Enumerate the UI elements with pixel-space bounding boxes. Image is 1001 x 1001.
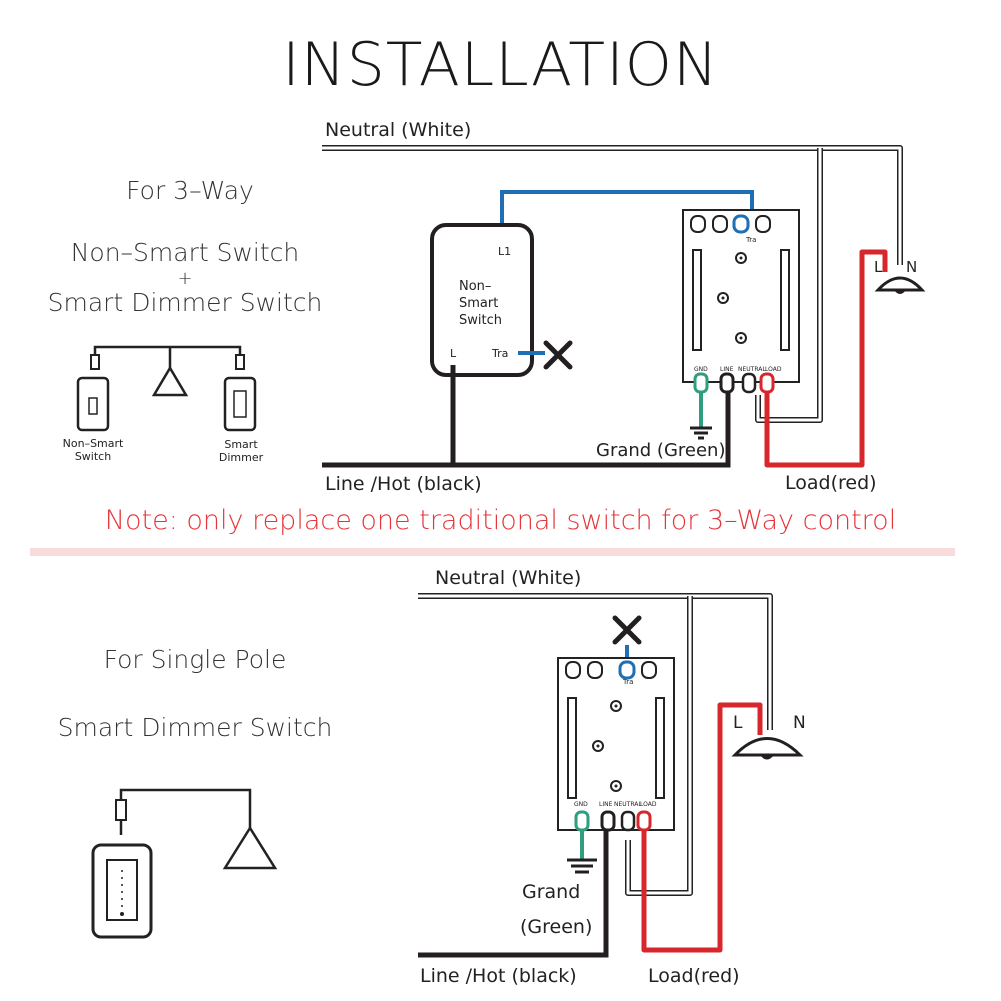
dimmer-top-tra-label: Tra <box>745 236 756 244</box>
single-pole-not-connected-x-icon <box>612 615 642 645</box>
three-way-schematic-icon <box>76 345 257 432</box>
single-pole-line1: Smart Dimmer Switch <box>57 713 333 742</box>
three-way-neutral-wire <box>322 145 903 423</box>
single-pole-lamp-l-label: L <box>733 713 743 733</box>
three-way-line-label: Line /Hot (black) <box>325 473 482 495</box>
terminal-l-label: L <box>450 347 457 360</box>
single-pole-smart-dimmer <box>557 657 675 832</box>
three-way-line2: Smart Dimmer Switch <box>47 288 323 317</box>
three-way-ground-wire <box>690 392 712 440</box>
dimmer-top-gnd-label: GND <box>694 366 708 373</box>
single-pole-schematic-icon <box>91 788 278 939</box>
three-way-line-wire <box>322 365 731 468</box>
note-text: Note: only replace one traditional switc… <box>104 505 897 536</box>
three-way-line1: Non–Smart Switch <box>70 238 300 267</box>
dimmer-top-load-label: LOAD <box>765 366 782 373</box>
dimmer-bottom-gnd-label: GND <box>574 801 588 808</box>
three-way-lamp-n-label: N <box>906 258 917 276</box>
single-pole-neutral-label: Neutral (White) <box>435 567 581 589</box>
section-divider <box>30 548 955 556</box>
three-way-neutral-label: Neutral (White) <box>325 119 471 141</box>
page-title: INSTALLATION <box>282 30 719 100</box>
three-way-traveler-wire <box>500 190 754 225</box>
icon-left-label-2: Switch <box>75 450 111 463</box>
single-pole-lamp-icon <box>731 737 804 760</box>
single-pole-line-label: Line /Hot (black) <box>420 965 577 987</box>
single-pole-ground-label-1: Grand <box>522 881 580 903</box>
single-pole-lamp-n-label: N <box>793 713 806 733</box>
single-pole-load-label: Load(red) <box>648 965 740 987</box>
single-pole-ground-wire <box>567 830 597 874</box>
not-connected-x-icon <box>543 340 573 370</box>
single-pole-neutral-wire <box>418 593 773 896</box>
nonsmart-box-label-1: Non– <box>459 279 491 294</box>
single-pole-load-wire <box>641 702 763 953</box>
terminal-tra-label: Tra <box>491 347 508 360</box>
dimmer-top-neutral-label: NEUTRAL <box>738 366 766 373</box>
icon-right-label-2: Dimmer <box>219 451 264 464</box>
nonsmart-box-label-3: Switch <box>459 313 502 328</box>
three-way-smart-dimmer <box>682 209 800 394</box>
three-way-ground-label: Grand (Green) <box>596 440 726 461</box>
dimmer-top-line-label: LINE <box>720 366 734 373</box>
icon-left-label-1: Non–Smart <box>63 437 124 450</box>
three-way-load-label: Load(red) <box>785 472 877 494</box>
three-way-heading: For 3–Way <box>126 176 254 205</box>
dimmer-bottom-neutral-label: NEUTRAL <box>614 801 642 808</box>
dimmer-bottom-tra-label: Tra <box>622 678 633 686</box>
icon-right-label-1: Smart <box>224 438 258 451</box>
three-way-lamp-l-label: L <box>874 258 883 276</box>
terminal-l1-label: L1 <box>498 245 511 258</box>
single-pole-ground-label-2: (Green) <box>520 916 592 938</box>
dimmer-bottom-load-label: LOAD <box>640 801 657 808</box>
three-way-plus: + <box>177 268 193 289</box>
dimmer-bottom-line-label: LINE <box>599 801 613 808</box>
single-pole-line-wire <box>418 830 609 958</box>
single-pole-heading: For Single Pole <box>103 645 287 674</box>
three-way-lamp-icon <box>874 276 926 294</box>
three-way-nonsmart-switch <box>430 223 534 377</box>
three-way-load-wire <box>764 249 888 468</box>
nonsmart-box-label-2: Smart <box>459 296 498 311</box>
